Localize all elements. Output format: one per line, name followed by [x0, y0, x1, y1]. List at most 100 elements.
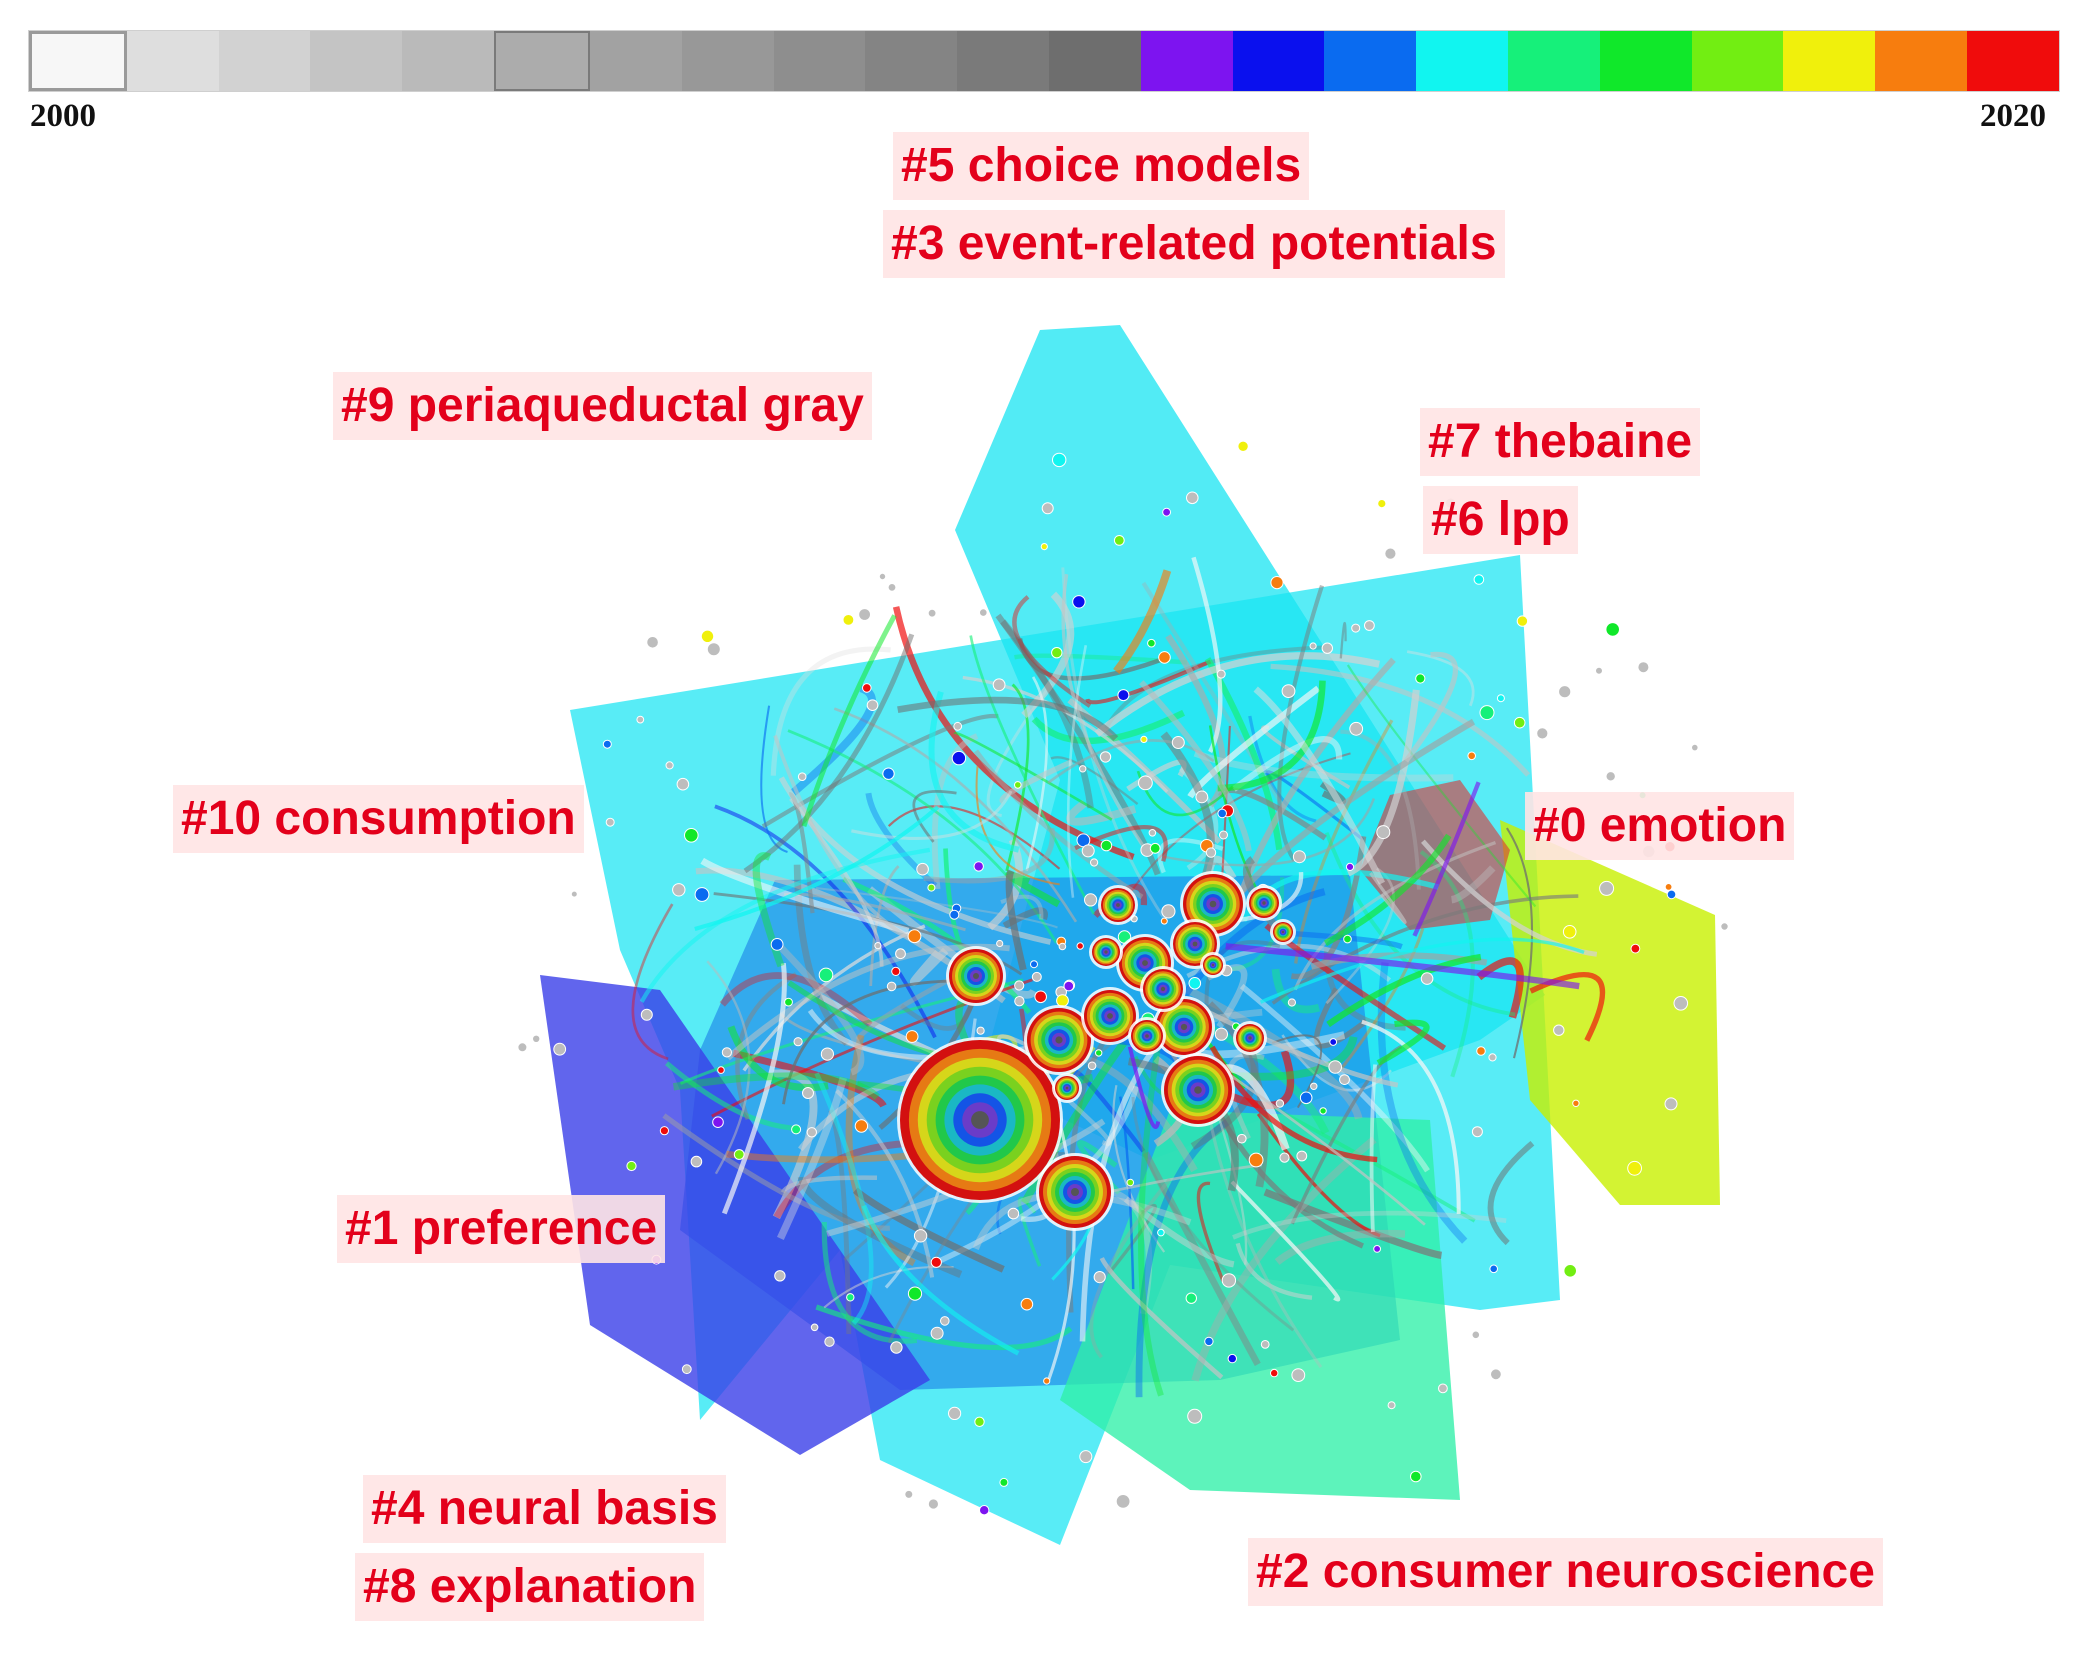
citation-node — [1291, 1368, 1306, 1382]
citation-node — [1117, 689, 1130, 702]
timeline-segment — [1416, 31, 1508, 91]
citation-node — [890, 1341, 903, 1354]
citation-node — [517, 1042, 528, 1053]
citation-link — [1142, 1151, 1261, 1367]
citation-link — [1101, 645, 1324, 734]
citation-node — [1014, 980, 1025, 991]
citation-link — [1005, 683, 1030, 872]
citation-node — [810, 1323, 819, 1332]
citation-node — [1140, 735, 1148, 744]
hull-green — [1060, 1110, 1460, 1500]
citation-link — [1376, 1019, 1430, 1066]
citation-node — [1553, 1024, 1565, 1036]
citation-node — [1605, 771, 1616, 782]
citation-node — [1219, 830, 1228, 840]
citation-link — [1099, 1257, 1224, 1380]
citation-link — [1135, 1119, 1229, 1398]
citation-node — [1384, 547, 1397, 560]
citation-node — [802, 1087, 814, 1099]
citation-node — [1299, 1091, 1313, 1105]
citation-node — [570, 890, 578, 898]
citation-node — [820, 1047, 835, 1061]
citation-link — [853, 1187, 1005, 1273]
citation-node — [1420, 972, 1434, 985]
citation-node — [866, 699, 879, 712]
citation-link — [1235, 1242, 1313, 1300]
citation-link — [999, 759, 1074, 804]
citation-node — [1031, 971, 1042, 982]
citation-link — [1165, 634, 1227, 808]
citation-link — [909, 947, 949, 986]
citation-node — [999, 1477, 1009, 1487]
citation-link — [662, 1113, 891, 1231]
citation-burst-node — [1180, 871, 1246, 937]
citation-node — [979, 608, 988, 617]
citation-node — [1377, 499, 1387, 509]
citation-node — [1158, 651, 1171, 664]
citation-node — [1079, 765, 1087, 773]
citation-node — [930, 1326, 944, 1340]
citation-link — [780, 1175, 878, 1194]
citation-link — [1326, 953, 1482, 1028]
timeline-start-year: 2000 — [30, 98, 96, 134]
citation-link — [639, 847, 931, 1003]
citation-node — [1093, 1271, 1106, 1284]
citation-link — [1181, 888, 1326, 998]
citation-node — [1187, 1408, 1203, 1424]
citation-node — [690, 1155, 703, 1168]
citation-node — [1227, 1353, 1238, 1364]
citation-link — [735, 972, 798, 1120]
citation-link — [752, 852, 785, 968]
citation-node — [1279, 1152, 1290, 1163]
citation-node — [1720, 922, 1729, 931]
citation-node — [1063, 980, 1075, 992]
citation-link — [1256, 1112, 1381, 1238]
citation-link — [1191, 1136, 1377, 1382]
citation-burst-node — [1246, 885, 1282, 921]
citation-node — [1513, 716, 1526, 729]
citation-node — [1113, 535, 1125, 546]
citation-node — [818, 967, 834, 983]
citation-link — [1138, 1035, 1164, 1397]
timeline-segment — [29, 31, 127, 91]
citation-node — [1630, 943, 1641, 954]
citation-link — [1217, 680, 1326, 792]
citation-link — [815, 1304, 1073, 1351]
citation-node — [1558, 685, 1572, 699]
citation-node — [1161, 904, 1176, 919]
citation-link — [1487, 1140, 1535, 1246]
citation-link — [777, 943, 865, 1076]
timeline-segment — [218, 31, 311, 91]
citation-burst-node — [1270, 919, 1296, 945]
citation-link — [743, 633, 915, 874]
citation-node — [1007, 1207, 1020, 1220]
citation-burst-node — [1170, 919, 1220, 969]
citation-node — [1471, 1330, 1481, 1340]
cluster-label-7-thebaine: #7 thebaine — [1420, 408, 1701, 476]
citation-link — [1476, 957, 1524, 1019]
citation-burst-node — [1024, 1005, 1094, 1075]
citation-node — [1216, 669, 1226, 679]
citation-node — [784, 997, 793, 1007]
citation-burst-node — [1153, 996, 1215, 1058]
citation-link — [782, 979, 962, 1105]
citation-link — [1185, 985, 1363, 1120]
citation-node — [672, 883, 686, 897]
citation-node — [694, 887, 710, 902]
citation-link — [672, 1072, 880, 1101]
citation-node — [1217, 808, 1227, 819]
citation-link — [700, 857, 910, 935]
citation-node — [887, 583, 897, 592]
citation-node — [1319, 1107, 1327, 1115]
citation-link — [931, 733, 979, 890]
citation-node — [1270, 1368, 1279, 1378]
citation-node — [1673, 996, 1689, 1011]
citation-node — [1343, 934, 1352, 944]
citation-node — [774, 1270, 786, 1282]
citation-link — [714, 804, 937, 1039]
citation-node — [1160, 917, 1168, 925]
citation-node — [676, 777, 690, 791]
citation-node — [1248, 1152, 1264, 1168]
citation-node — [930, 1256, 942, 1268]
timeline-segment — [1508, 31, 1600, 91]
